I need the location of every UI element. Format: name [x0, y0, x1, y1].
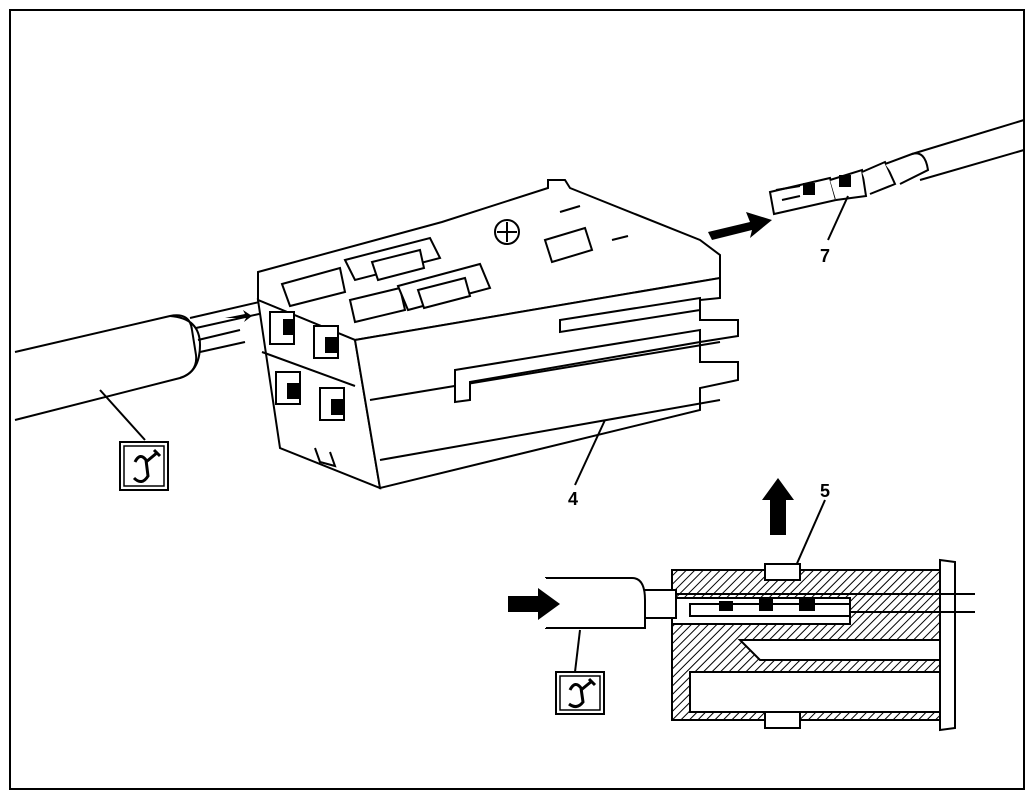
detail-cable: [544, 577, 646, 629]
callout-7-label: 7: [820, 246, 830, 266]
connector-housing: [256, 179, 739, 490]
detail-insert-arrow: [508, 588, 560, 620]
callout-5-label: 5: [820, 481, 830, 501]
callout-4-label: 4: [568, 489, 578, 509]
callout-7-leader: [827, 195, 849, 241]
callout-4-leader: [574, 419, 606, 486]
section-view: [639, 558, 975, 732]
drawing-border: [9, 9, 1025, 790]
detail-cable-leader: [574, 629, 581, 673]
wrench-tool-icon-detail: [555, 671, 605, 715]
terminal-insert-arrow: [708, 212, 772, 240]
wrench-tool-icon: [119, 441, 169, 491]
terminal-contact: [768, 119, 1025, 216]
left-cable: [14, 299, 269, 421]
upward-arrow: [762, 478, 794, 535]
callout-5-leader: [794, 499, 826, 569]
left-cable-leader: [99, 389, 146, 441]
wire-insert-arrow: [225, 310, 252, 322]
